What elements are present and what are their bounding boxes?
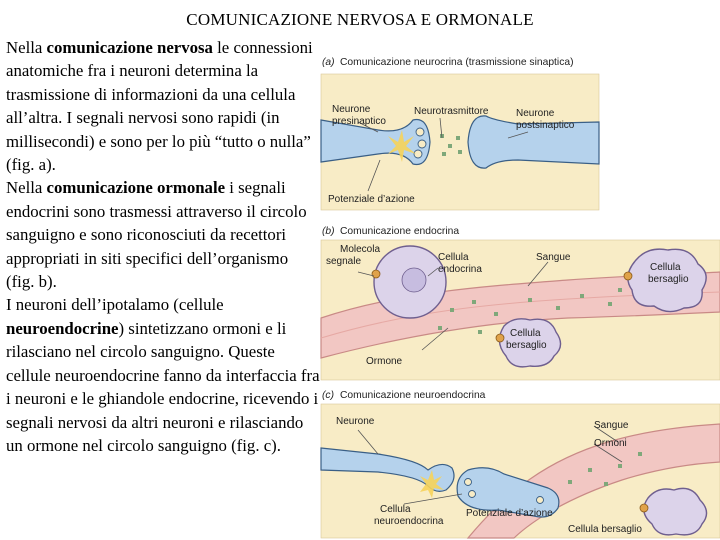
bold-term: comunicazione nervosa xyxy=(46,38,213,57)
action-potential-flash xyxy=(388,130,416,162)
label-action-potential-c: Potenziale d’azione xyxy=(466,508,553,519)
paragraph-hormonal: Nella comunicazione ormonale i segnali e… xyxy=(6,176,320,293)
panel-c-caption: Comunicazione neuroendocrina xyxy=(340,390,486,401)
leader-line xyxy=(357,271,375,277)
leader-line xyxy=(357,121,379,133)
neuron-c xyxy=(320,447,455,492)
panel-b-caption: Comunicazione endocrina xyxy=(340,226,459,237)
bold-term: comunicazione ormonale xyxy=(46,178,226,198)
target-cell-1 xyxy=(627,248,707,313)
label-hormones-c: Ormoni xyxy=(594,438,627,449)
receptor xyxy=(495,333,505,343)
vesicles-c xyxy=(464,478,544,504)
slide-title: COMUNICAZIONE NERVOSA E ORMONALE xyxy=(186,10,534,29)
blood-vessel-b xyxy=(320,271,720,359)
leader-line xyxy=(527,261,549,287)
leader-line xyxy=(427,267,439,277)
paragraph-text: I neuroni dell’ipotalamo (cellule xyxy=(6,295,224,315)
paragraph-text: le connessioni anatomiche fra i neuroni … xyxy=(6,38,313,175)
label-neurotransmitter: Neurotrasmittore xyxy=(414,106,489,117)
panel-c-letter: (c) xyxy=(322,390,334,401)
postsynaptic-neuron xyxy=(467,115,600,169)
panel-b-letter: (b) xyxy=(322,226,335,237)
label-neuron-c: Neurone xyxy=(336,416,375,427)
panel-b: (b) Comunicazione endocrina xyxy=(320,226,720,381)
paragraph-neuroendocrine: I neuroni dell’ipotalamo (cellule neuroe… xyxy=(6,293,320,457)
receptor xyxy=(371,269,381,279)
leader-line xyxy=(439,117,443,139)
communication-figure: (a) Comunicazione neurocrina (trasmissio… xyxy=(320,57,720,539)
panel-c: (c) Comunicazione neuroendocrina Neu xyxy=(320,390,720,539)
panel-a-caption: Comunicazione neurocrina (trasmissione s… xyxy=(340,57,574,68)
paragraph-text: Nella xyxy=(6,38,47,57)
panel-a-letter: (a) xyxy=(322,57,335,68)
leader-line xyxy=(357,429,379,455)
target-cell-2 xyxy=(498,318,562,368)
bold-term: neuroendocrine xyxy=(6,318,119,338)
receptor xyxy=(623,271,633,281)
paragraph-text: Nella xyxy=(6,178,47,198)
action-potential-flash-c xyxy=(420,470,444,498)
body-text: Nella comunicazione nervosa le connessio… xyxy=(6,36,320,457)
leader-line xyxy=(507,131,529,139)
receptor xyxy=(639,503,649,513)
label-action-potential-a: Potenziale d’azione xyxy=(328,194,415,205)
label-blood-c: Sangue xyxy=(594,420,629,431)
panel-a: (a) Comunicazione neurocrina (trasmissio… xyxy=(320,57,600,211)
leader-line xyxy=(367,159,381,192)
hormone-molecules xyxy=(438,288,622,334)
endocrine-nucleus xyxy=(401,267,427,293)
label-blood-b: Sangue xyxy=(536,252,571,263)
leader-line xyxy=(403,493,463,505)
label-target-cell-c: Cellula bersaglio xyxy=(568,524,642,535)
paragraph-text: i segnali endocrini sono trasmessi attra… xyxy=(6,178,307,292)
paragraph-nervous: Nella comunicazione nervosa le connessio… xyxy=(6,36,320,176)
leader-line xyxy=(421,327,449,351)
label-hormone: Ormone xyxy=(366,356,403,367)
target-cell-c xyxy=(643,487,708,536)
leader-line xyxy=(593,425,619,443)
hormone-molecules-c xyxy=(568,452,642,486)
synaptic-vesicles xyxy=(413,127,427,159)
paragraph-text: ) sintetizzano ormoni e li rilasciano ne… xyxy=(6,318,320,455)
leader-line xyxy=(593,443,623,463)
